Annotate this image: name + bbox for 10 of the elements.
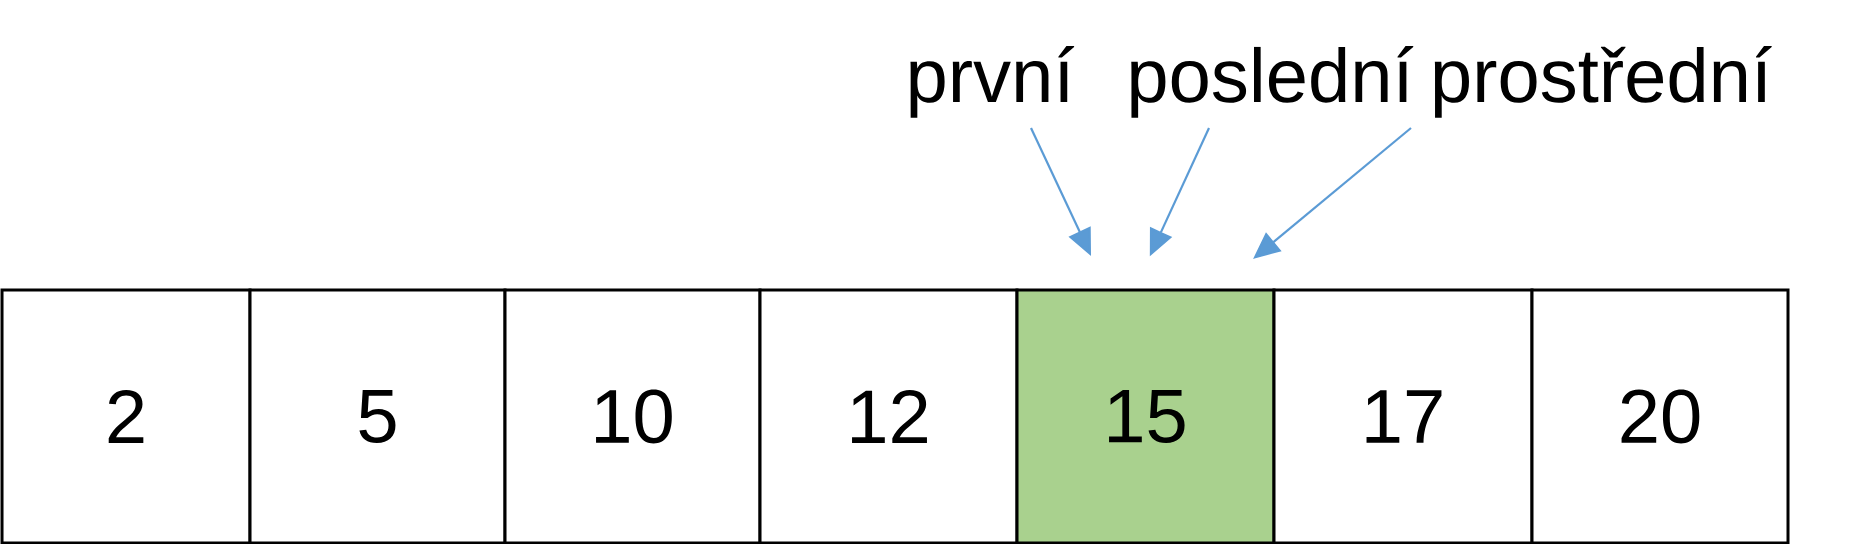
array-cell: 2 <box>0 288 252 544</box>
array-cell: 10 <box>503 288 762 544</box>
pointer-label: první <box>910 46 1075 118</box>
array-cell: 5 <box>248 288 507 544</box>
pointer-label: poslední <box>1131 46 1414 118</box>
array-cell: 12 <box>758 288 1019 544</box>
highlighted-cell: 15 <box>1015 288 1276 544</box>
array-cell: 17 <box>1272 288 1534 544</box>
pointer-label: prostřední <box>1434 46 1772 118</box>
array-cell: 20 <box>1530 288 1790 544</box>
